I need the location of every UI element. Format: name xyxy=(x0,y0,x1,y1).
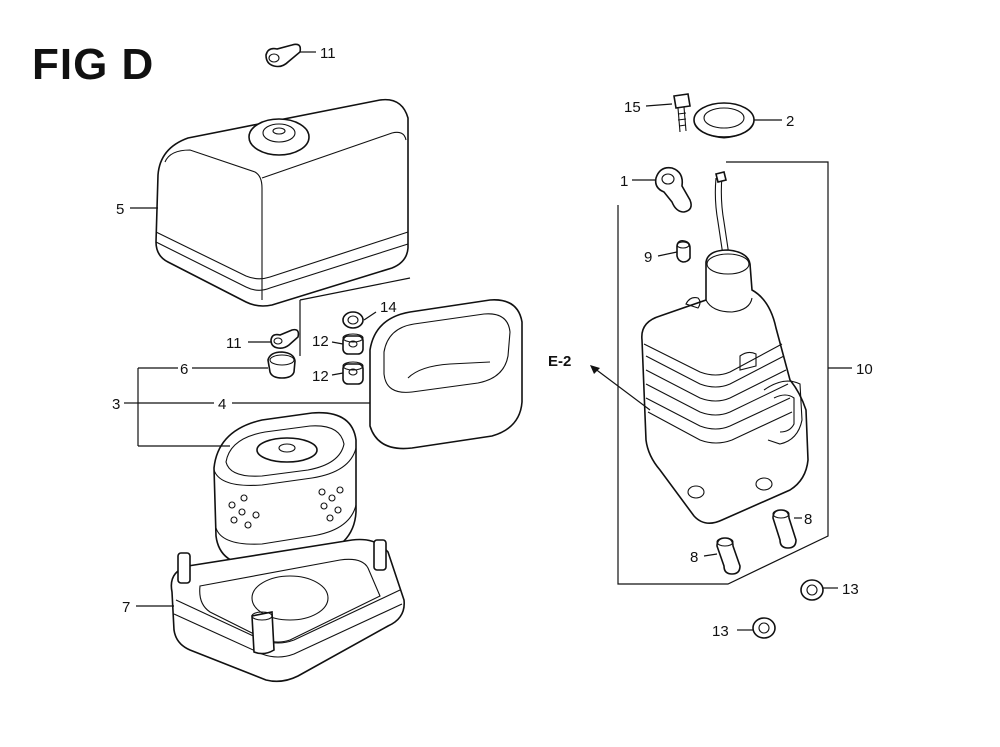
callout-15: 15 xyxy=(624,99,641,116)
clamp-13b xyxy=(752,617,776,639)
clamp-13a xyxy=(800,579,824,601)
clip-1 xyxy=(654,166,692,213)
callout-12-lower: 12 xyxy=(312,368,329,385)
callout-3: 3 xyxy=(112,396,120,413)
callout-1: 1 xyxy=(620,173,628,190)
air-cleaner-base xyxy=(170,538,405,683)
callout-11-lower: 11 xyxy=(226,335,242,352)
callout-10: 10 xyxy=(856,361,873,378)
callout-12-upper: 12 xyxy=(312,333,329,350)
collar-12a xyxy=(342,333,364,355)
wing-nut-top xyxy=(265,43,302,68)
leader-lines xyxy=(124,51,852,631)
foam-element xyxy=(369,299,523,450)
callout-7: 7 xyxy=(122,599,130,616)
wing-nut-lower xyxy=(270,328,300,349)
cap-9 xyxy=(676,240,691,263)
callout-8-left: 8 xyxy=(690,549,698,566)
callout-8-right: 8 xyxy=(804,511,812,528)
callout-9: 9 xyxy=(644,249,652,266)
seal-2 xyxy=(693,102,755,139)
bolt-15 xyxy=(673,93,691,133)
callout-14: 14 xyxy=(380,299,397,316)
callout-e2-reference: E-2 xyxy=(548,353,571,370)
callout-2: 2 xyxy=(786,113,794,130)
intake-assembly xyxy=(641,171,809,524)
callout-13-lower: 13 xyxy=(712,623,729,640)
hose-8a xyxy=(716,537,741,575)
callout-11-top: 11 xyxy=(320,45,336,62)
callout-4: 4 xyxy=(218,396,226,413)
air-cleaner-cover xyxy=(155,98,409,307)
collar-12b xyxy=(342,361,364,385)
callout-6: 6 xyxy=(180,361,188,378)
figure-title: FIG D xyxy=(32,40,155,89)
callout-13-right: 13 xyxy=(842,581,859,598)
callout-5: 5 xyxy=(116,201,124,218)
nut-14 xyxy=(342,311,364,329)
grommet-6 xyxy=(267,351,296,379)
hose-8b xyxy=(772,509,797,549)
